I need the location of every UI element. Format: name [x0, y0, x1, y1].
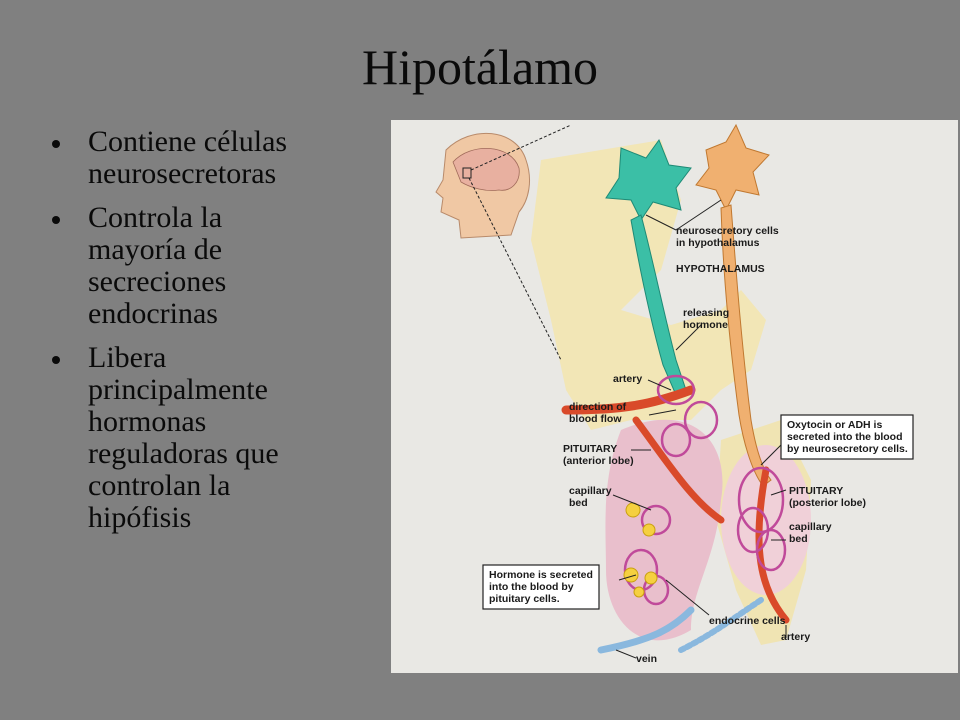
bullet-dot-icon: [52, 216, 60, 224]
label-direction-2: blood flow: [569, 413, 622, 425]
label-capillary-left-1: capillary: [569, 485, 612, 497]
vein-left: [597, 606, 695, 654]
label-pituitary-posterior-2: (posterior lobe): [789, 497, 866, 509]
label-artery-bottom: artery: [781, 631, 810, 643]
callout-right-line-1: Oxytocin or ADH is: [787, 419, 882, 431]
head-icon: [435, 132, 530, 239]
diagram-svg: neurosecretory cells in hypothalamus HYP…: [435, 123, 914, 665]
label-endocrine-cells: endocrine cells: [709, 615, 786, 627]
artery-branch: [632, 416, 725, 524]
label-neurosecretory-1: neurosecretory cells: [676, 225, 779, 237]
artery-top: [561, 385, 696, 415]
label-capillary-right-1: capillary: [789, 521, 832, 533]
label-artery-top: artery: [613, 373, 642, 385]
callout-left-line-2: into the blood by: [489, 581, 574, 593]
label-hypothalamus: HYPOTHALAMUS: [676, 263, 765, 275]
bullet-list: Contiene células neurosecretoras Control…: [46, 126, 386, 546]
bullet-dot-icon: [52, 356, 60, 364]
bullet-item: Controla la mayoría de secreciones endoc…: [46, 202, 386, 330]
slide-title: Hipotálamo: [361, 39, 599, 95]
bullet-item: Contiene células neurosecretoras: [46, 126, 386, 190]
label-releasing-1: releasing: [683, 307, 729, 319]
label-direction-1: direction of: [569, 401, 627, 413]
label-pituitary-anterior-1: PITUITARY: [563, 443, 617, 455]
label-pituitary-posterior-1: PITUITARY: [789, 485, 843, 497]
callout-right-line-2: secreted into the blood: [787, 431, 903, 443]
hypothalamus-diagram: neurosecretory cells in hypothalamus HYP…: [391, 120, 958, 673]
zoom-line-bottom: [468, 177, 562, 361]
callout-box-left: [482, 564, 600, 610]
capillary-bed-right: [736, 466, 787, 572]
vein-right: [678, 597, 764, 653]
teal-neuron: [605, 138, 692, 396]
endocrine-cells: [623, 502, 658, 598]
label-neurosecretory-2: in hypothalamus: [676, 237, 760, 249]
label-pituitary-anterior-2: (anterior lobe): [563, 455, 634, 467]
bullet-dot-icon: [52, 140, 60, 148]
label-vein: vein: [636, 653, 657, 665]
bullet-item: Libera principalmente hormonas regulador…: [46, 342, 386, 534]
callout-box-right: [780, 414, 914, 460]
hypothalamus-tissue: [531, 140, 766, 430]
leader-lines: [612, 199, 787, 659]
callout-left-line-1: Hormone is secreted: [489, 569, 593, 581]
callout-right-line-3: by neurosecretory cells.: [787, 443, 908, 455]
callout-left-line-3: pituitary cells.: [489, 593, 560, 605]
zoom-line-top: [470, 124, 572, 171]
label-capillary-left-2: bed: [569, 497, 588, 509]
label-releasing-2: hormone: [683, 319, 728, 331]
label-capillary-right-2: bed: [789, 533, 808, 545]
